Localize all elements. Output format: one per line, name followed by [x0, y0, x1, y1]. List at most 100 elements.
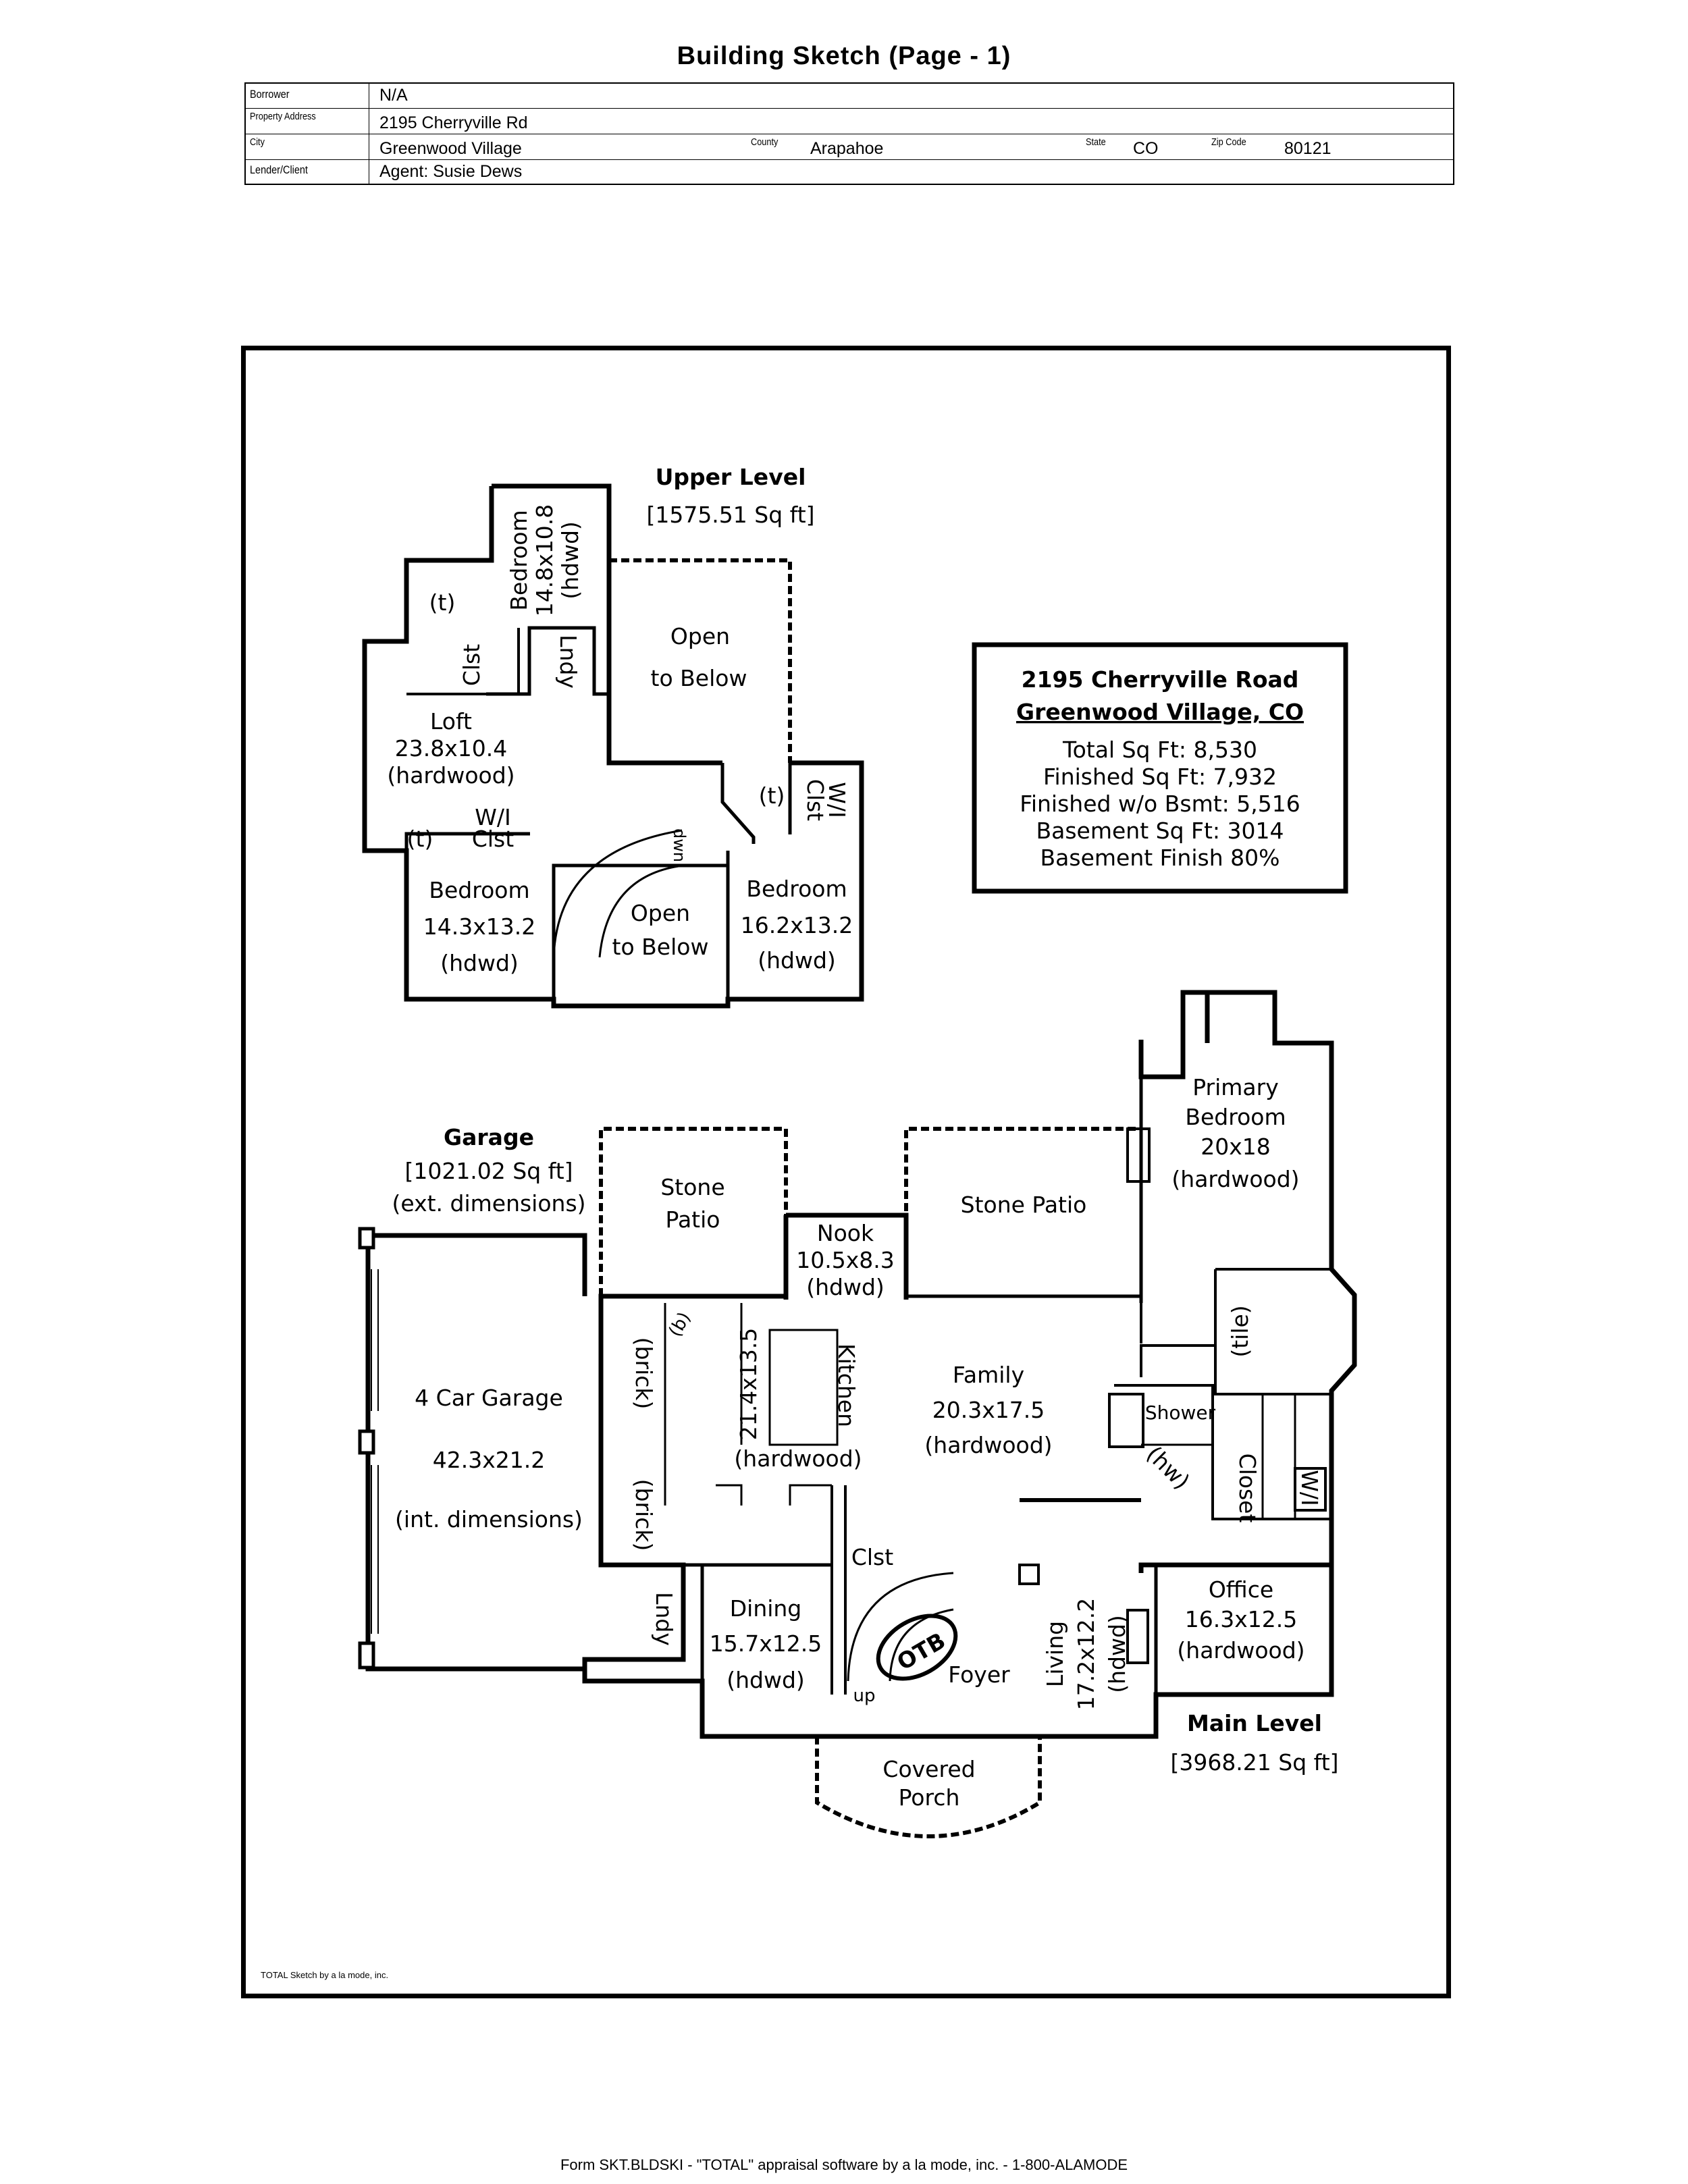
zip-label: Zip Code	[1211, 136, 1246, 148]
kitchen-floor: (hardwood)	[734, 1445, 862, 1472]
kitchen-dims: 21.4x13.5	[735, 1328, 762, 1440]
city-row: City Greenwood Village County Arapahoe S…	[246, 134, 1453, 160]
dining-dims: 15.7x12.5	[710, 1630, 822, 1657]
family-floor: (hardwood)	[924, 1432, 1052, 1458]
summary-finished-wo-bsmt: Finished w/o Bsmt: 5,516	[1020, 791, 1300, 817]
zip-value: 80121	[1284, 139, 1331, 158]
property-info-table: Borrower N/A Property Address 2195 Cherr…	[244, 82, 1454, 185]
dwn-label: dwn	[670, 828, 689, 862]
living-dims: 17.2x12.2	[1073, 1598, 1099, 1710]
upper-open-below-1: Open	[670, 623, 730, 649]
upper-wi-clst-1: W/I	[475, 804, 510, 830]
kitchen-name: Kitchen	[833, 1343, 860, 1427]
main-lndy-label: Lndy	[651, 1592, 677, 1646]
address-label: Property Address	[250, 111, 316, 122]
upper-open-below-3: Open	[631, 900, 690, 926]
living-name: Living	[1042, 1621, 1068, 1687]
tile-label: (tile)	[1227, 1305, 1253, 1357]
summary-finished: Finished Sq Ft: 7,932	[1043, 764, 1277, 790]
sketch-credit: TOTAL Sketch by a la mode, inc.	[261, 1970, 389, 1980]
living-floor: (hdwd)	[1104, 1615, 1130, 1693]
garage-room-dims: 42.3x21.2	[433, 1447, 545, 1473]
loft-dims: 23.8x10.4	[395, 735, 507, 762]
nook-name: Nook	[817, 1220, 874, 1246]
upper-bedroom2-name: Bedroom	[429, 877, 529, 903]
city-label: City	[250, 136, 265, 148]
upper-wi-clst-2: Clst	[472, 826, 514, 852]
covered-porch-2: Porch	[899, 1784, 960, 1811]
stone-patio-left-2: Patio	[666, 1206, 720, 1233]
state-label: State	[1086, 136, 1106, 148]
main-patio-dashed	[599, 1127, 1141, 1838]
upper-wi-clst2-1: W/I	[824, 782, 850, 818]
stone-patio-right: Stone Patio	[961, 1192, 1087, 1218]
state-value: CO	[1133, 139, 1159, 158]
svg-text:(hdwd): (hdwd)	[557, 521, 583, 600]
summary-basement-finish: Basement Finish 80%	[1040, 845, 1280, 871]
svg-text:14.8x10.8: 14.8x10.8	[531, 504, 558, 616]
main-level-area: [3968.21 Sq ft]	[1170, 1749, 1338, 1776]
upper-open-below-2: to Below	[651, 665, 747, 691]
main-stairs	[847, 1572, 958, 1682]
sketch-frame	[241, 346, 1451, 1998]
upper-bedroom3-name: Bedroom	[746, 876, 847, 902]
office-name: Office	[1209, 1576, 1273, 1603]
family-name: Family	[953, 1362, 1024, 1388]
garage-title: Garage	[444, 1124, 534, 1150]
lender-label: Lender/Client	[250, 163, 308, 176]
city-value: Greenwood Village	[379, 139, 522, 158]
foyer-label: Foyer	[948, 1661, 1010, 1688]
hw-label: (hw)	[1141, 1441, 1195, 1495]
loft-floor: (hardwood)	[387, 762, 515, 789]
primary-bedroom-1: Primary	[1192, 1074, 1279, 1100]
borrower-row: Borrower N/A	[246, 84, 1453, 109]
address-row: Property Address 2195 Cherryville Rd	[246, 108, 1453, 134]
summary-city: Greenwood Village, CO	[1016, 699, 1304, 725]
upper-toilet3-label: (t)	[759, 782, 785, 809]
dining-floor: (hdwd)	[727, 1667, 805, 1693]
page-footer: Form SKT.BLDSKI - "TOTAL" appraisal soft…	[560, 2156, 1128, 2173]
summary-total: Total Sq Ft: 8,530	[1062, 737, 1257, 763]
brick-label-1: (brick)	[631, 1337, 657, 1410]
garage-area: [1021.02 Sq ft]	[404, 1158, 573, 1184]
garage-room-name: 4 Car Garage	[415, 1385, 563, 1411]
nook-dims: 10.5x8.3	[796, 1247, 895, 1273]
nook-floor: (hdwd)	[806, 1274, 885, 1300]
office-floor: (hardwood)	[1177, 1637, 1304, 1663]
primary-bedroom-2: Bedroom	[1185, 1104, 1286, 1130]
page-title: Building Sketch (Page - 1)	[677, 42, 1011, 70]
upper-clst-label: Clst	[458, 644, 485, 686]
summary-basement: Basement Sq Ft: 3014	[1036, 818, 1284, 844]
upper-level-walls	[362, 483, 864, 1009]
address-value: 2195 Cherryville Rd	[379, 113, 528, 132]
family-dims: 20.3x17.5	[932, 1397, 1045, 1423]
county-label: County	[751, 136, 779, 148]
borrower-label: Borrower	[250, 88, 290, 101]
main-level-title: Main Level	[1187, 1710, 1322, 1736]
covered-porch-1: Covered	[882, 1756, 975, 1782]
shower-label: Shower	[1145, 1402, 1216, 1424]
upper-bedroom2-floor: (hdwd)	[440, 950, 519, 976]
upper-bedroom3-floor: (hdwd)	[758, 947, 836, 974]
upper-open-to-below	[554, 558, 792, 1008]
upper-wi-clst2-2: Clst	[802, 779, 828, 821]
upper-lndy-label: Lndy	[555, 635, 581, 689]
upper-bedroom2-dims: 14.3x13.2	[423, 913, 535, 940]
upper-level-title: Upper Level	[656, 464, 806, 490]
upper-bedroom1-label: Bedroom 14.8x10.8 (hdwd)	[506, 504, 583, 616]
garage-doors	[371, 1269, 379, 1634]
upper-stairs	[552, 829, 684, 958]
svg-text:Bedroom: Bedroom	[506, 510, 532, 610]
office-dims: 16.3x12.5	[1185, 1606, 1297, 1632]
summary-box	[972, 642, 1348, 894]
stone-patio-left-1: Stone	[660, 1174, 724, 1200]
dining-name: Dining	[730, 1595, 802, 1622]
brick-label-2: (brick)	[631, 1479, 657, 1551]
primary-bedroom-3: 20x18	[1201, 1134, 1271, 1160]
lender-row: Lender/Client Agent: Susie Dews	[246, 159, 1453, 184]
closet-label: Closet	[1234, 1454, 1261, 1523]
otb-label: OTB	[893, 1627, 950, 1676]
garage-note: (ext. dimensions)	[392, 1190, 585, 1217]
wi-label: W/I	[1296, 1470, 1323, 1506]
